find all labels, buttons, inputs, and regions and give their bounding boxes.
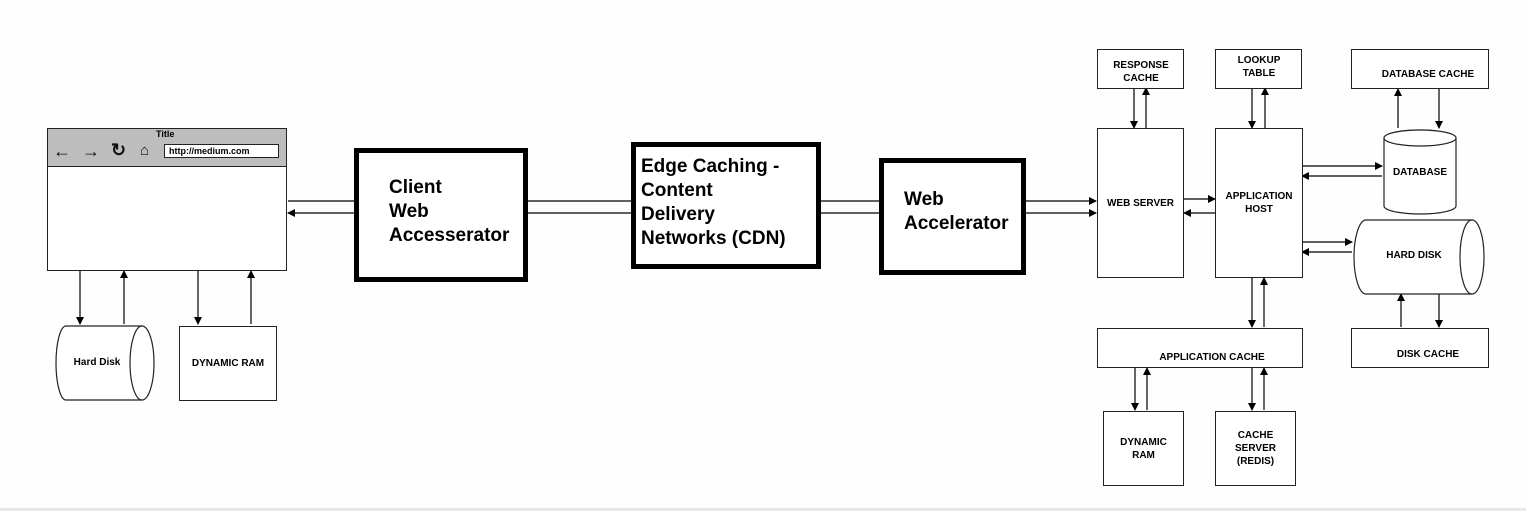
response-cache-box: RESPONSE CACHE (1097, 49, 1184, 89)
application-host-box: APPLICATION HOST (1215, 128, 1303, 278)
lookup-table-box: LOOKUP TABLE (1215, 49, 1302, 89)
web-accelerator-box: Web Accelerator (879, 158, 1026, 275)
client-web-accelerator-label: Client Web Accesserator (389, 177, 510, 246)
server-hard-disk-label: HARD DISK (1386, 250, 1442, 261)
lookup-table-label: LOOKUP TABLE (1237, 55, 1281, 79)
server-hard-disk-shape (1353, 219, 1485, 295)
client-hard-disk-label: Hard Disk (73, 356, 121, 368)
application-cache-box: APPLICATION CACHE (1097, 328, 1303, 368)
browser-window: Title ← → ↻ ⌂ http://medium.com (47, 128, 287, 271)
database-label: DATABASE (1392, 167, 1448, 178)
application-host-label: APPLICATION HOST (1225, 191, 1293, 215)
browser-toolbar: Title ← → ↻ ⌂ http://medium.com (48, 129, 286, 167)
client-dynamic-ram-label: DYNAMIC RAM (191, 358, 265, 369)
cdn-label: Edge Caching - Content Delivery Networks… (641, 156, 786, 249)
disk-cache-label: DISK CACHE (1396, 349, 1460, 360)
forward-arrow-icon[interactable]: → (82, 141, 100, 161)
web-server-label: WEB SERVER (1106, 197, 1175, 209)
application-cache-label: APPLICATION CACHE (1159, 352, 1265, 363)
client-web-accelerator-box: Client Web Accesserator (354, 148, 528, 282)
disk-cache-box: DISK CACHE (1351, 328, 1489, 368)
client-hard-disk-shape (55, 325, 155, 401)
home-icon[interactable]: ⌂ (140, 142, 150, 159)
database-cache-label: DATABASE CACHE (1381, 69, 1475, 80)
cache-server-box: CACHE SERVER (REDIS) (1215, 411, 1296, 486)
web-server-box: WEB SERVER (1097, 128, 1184, 278)
web-accelerator-label: Web Accelerator (904, 189, 1009, 234)
cache-server-label: CACHE SERVER (REDIS) (1235, 430, 1276, 467)
client-dynamic-ram-box: DYNAMIC RAM (179, 326, 277, 401)
bottom-edge (0, 508, 1526, 511)
url-field[interactable]: http://medium.com (164, 144, 279, 158)
database-shape (1383, 129, 1457, 215)
back-arrow-icon[interactable]: ← (53, 141, 71, 161)
database-cache-box: DATABASE CACHE (1351, 49, 1489, 89)
server-dynamic-ram-box: DYNAMIC RAM (1103, 411, 1184, 486)
reload-icon[interactable]: ↻ (111, 140, 127, 160)
response-cache-label: RESPONSE CACHE (1113, 60, 1169, 84)
server-dynamic-ram-label: DYNAMIC RAM (1120, 436, 1167, 461)
browser-title: Title (156, 129, 175, 139)
cdn-box: Edge Caching - Content Delivery Networks… (631, 142, 821, 269)
